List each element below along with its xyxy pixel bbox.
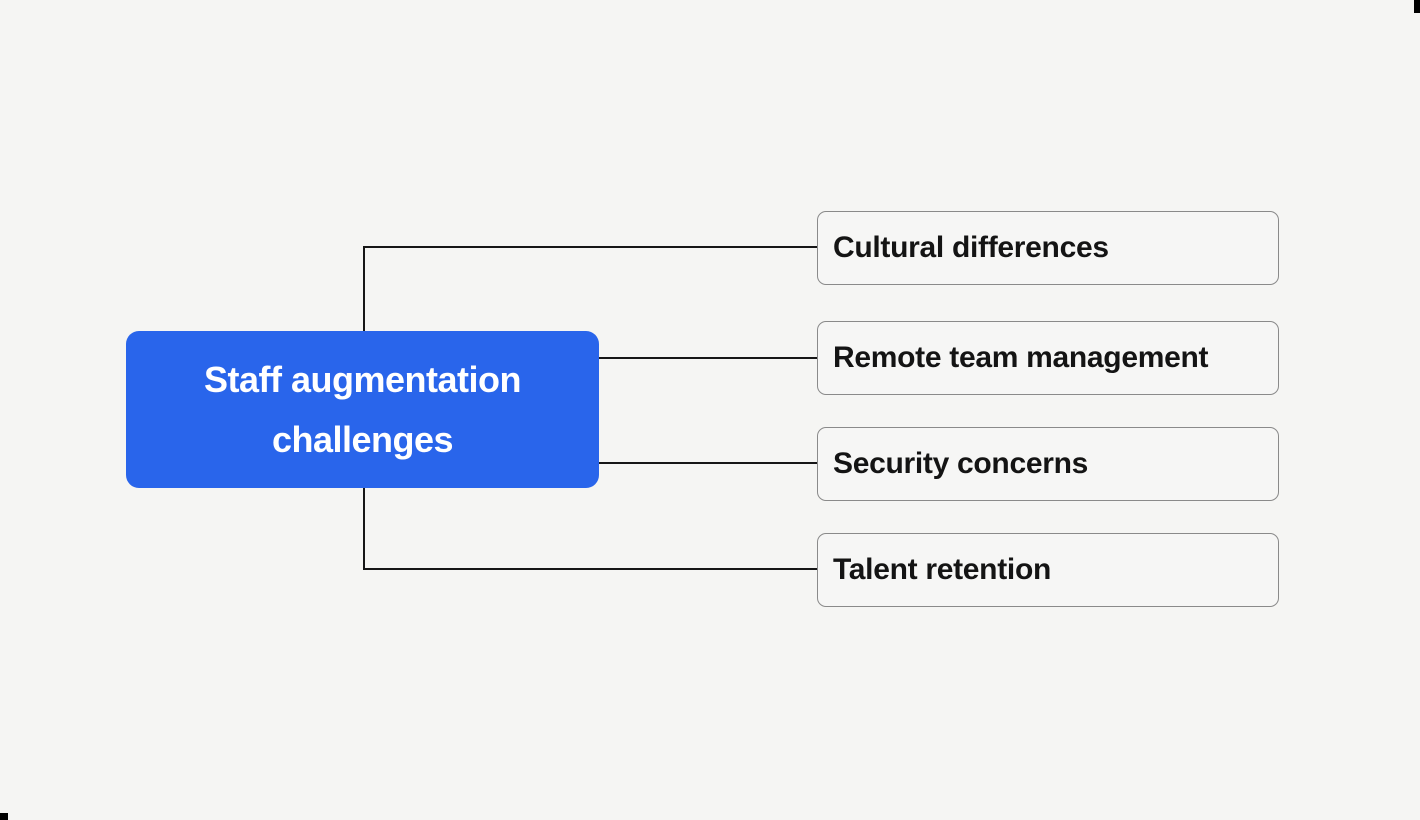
screenshot-corner-mark-top-right xyxy=(1414,0,1420,13)
root-node-label-line1: Staff augmentation xyxy=(203,358,522,400)
node-security-concerns[interactable]: Security concerns xyxy=(817,427,1279,501)
node-label: Talent retention xyxy=(833,553,1051,586)
node-talent-retention[interactable]: Talent retention xyxy=(817,533,1279,607)
node-cultural-differences[interactable]: Cultural differences xyxy=(817,211,1279,285)
connector-security-concerns[interactable] xyxy=(599,462,817,464)
root-node-label-line2: challenges xyxy=(271,418,454,460)
connector-cultural-differences-horizontal[interactable] xyxy=(363,246,817,248)
connector-talent-retention-vertical[interactable] xyxy=(363,488,365,569)
connector-cultural-differences-vertical[interactable] xyxy=(363,246,365,331)
connector-remote-team-management[interactable] xyxy=(599,357,817,359)
node-label: Cultural differences xyxy=(833,231,1109,264)
screenshot-corner-mark-bottom-left xyxy=(0,813,8,820)
root-node-staff-augmentation-challenges[interactable]: Staff augmentation challenges xyxy=(126,331,599,488)
connector-talent-retention-horizontal[interactable] xyxy=(363,568,817,570)
node-label: Remote team management xyxy=(833,341,1209,374)
node-remote-team-management[interactable]: Remote team management xyxy=(817,321,1279,395)
node-label: Security concerns xyxy=(833,447,1089,480)
